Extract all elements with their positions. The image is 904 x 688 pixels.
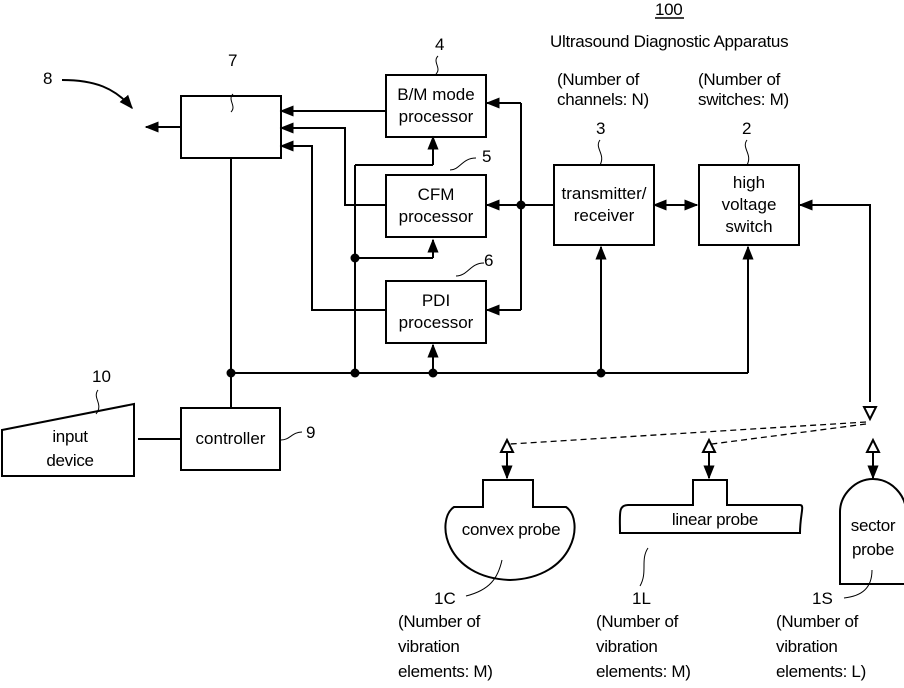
ref-8: 8 — [43, 70, 52, 88]
controller-block: controller — [180, 407, 281, 471]
pdi-label-2: processor — [399, 312, 474, 334]
hvs-label-2: voltage — [722, 194, 777, 216]
channels-note-2: channels: N) — [557, 90, 649, 110]
bm-label-2: processor — [399, 106, 474, 128]
ref-1s: 1S — [812, 590, 833, 608]
ref-1l: 1L — [632, 590, 651, 608]
ref-1c: 1C — [434, 590, 456, 608]
linear-note-3: elements: M) — [596, 662, 691, 682]
convex-note-1: (Number of — [398, 612, 480, 632]
hvs-label-3: switch — [725, 216, 772, 238]
convex-note-2: vibration — [398, 637, 460, 657]
ref-6: 6 — [484, 252, 493, 270]
arrow-8 — [62, 80, 132, 108]
convex-probe-label: convex probe — [446, 520, 576, 540]
linear-probe-label: linear probe — [640, 510, 790, 530]
pdi-processor-block: PDI processor — [385, 280, 487, 344]
convex-note-3: elements: M) — [398, 662, 493, 682]
bm-mode-processor-block: B/M mode processor — [385, 74, 487, 138]
ref-2: 2 — [742, 120, 751, 138]
txrx-label-2: receiver — [574, 205, 634, 227]
high-voltage-switch-block: high voltage switch — [698, 164, 800, 246]
linear-note-2: vibration — [596, 637, 658, 657]
input-label-2: device — [22, 451, 118, 471]
sector-note-3: elements: L) — [776, 662, 866, 682]
cfm-processor-block: CFM processor — [385, 174, 487, 238]
sector-probe-label-2: probe — [842, 540, 904, 560]
apparatus-title: Ultrasound Diagnostic Apparatus — [550, 32, 788, 52]
ref-5: 5 — [482, 148, 491, 166]
transmitter-receiver-block: transmitter/ receiver — [553, 164, 655, 246]
ref-3: 3 — [596, 120, 605, 138]
sector-note-1: (Number of — [776, 612, 858, 632]
ref-4: 4 — [435, 36, 444, 54]
switches-note-2: switches: M) — [698, 90, 789, 110]
bm-label-1: B/M mode — [397, 84, 474, 106]
ref-10: 10 — [92, 368, 111, 386]
ref-7: 7 — [228, 52, 237, 70]
hvs-label-1: high — [733, 172, 765, 194]
apparatus-ref: 100 — [655, 0, 682, 20]
sector-probe-label-1: sector — [842, 516, 904, 536]
pdi-label-1: PDI — [422, 290, 450, 312]
txrx-label-1: transmitter/ — [561, 183, 646, 205]
ref-9: 9 — [306, 424, 315, 442]
linear-note-1: (Number of — [596, 612, 678, 632]
cfm-label-2: processor — [399, 206, 474, 228]
channels-note-1: (Number of — [557, 70, 639, 90]
input-label-1: input — [22, 427, 118, 447]
sector-note-2: vibration — [776, 637, 838, 657]
display-block — [180, 95, 282, 159]
switches-note-1: (Number of — [698, 70, 780, 90]
controller-label: controller — [196, 428, 266, 450]
cfm-label-1: CFM — [418, 184, 455, 206]
